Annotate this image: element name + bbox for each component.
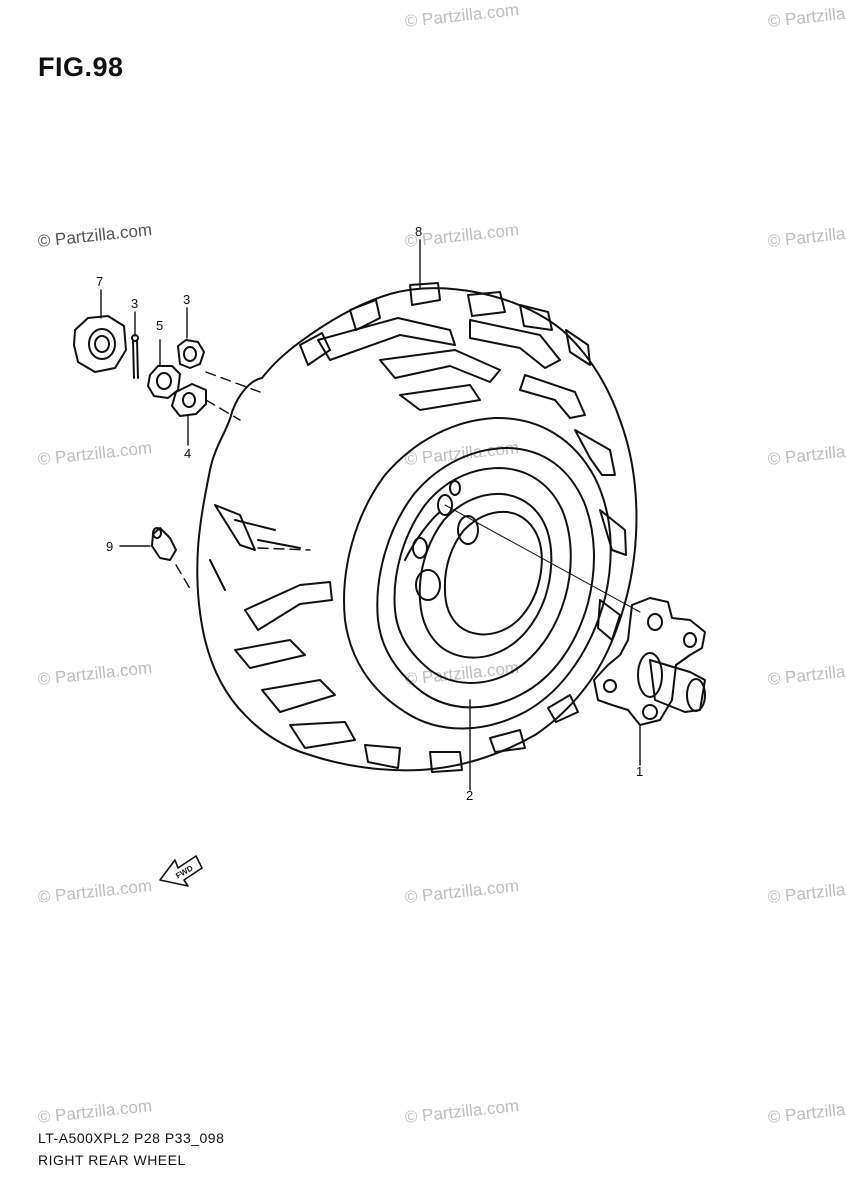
hub-spindle [649,659,706,713]
callout-9: 9 [106,539,113,554]
rim-flange [404,511,441,561]
tire-drawing [196,282,638,773]
figure-code: LT-A500XPL2 P28 P33_098 [38,1130,225,1146]
lug-bolt [412,537,428,559]
tread-lug [317,317,456,361]
tread-lug [364,744,401,769]
tread-groove [234,519,276,531]
tread-lug [597,599,621,641]
part-7-cap [73,315,127,373]
tread-block [409,282,441,306]
tire-outline [196,287,638,772]
hub-spindle-end [686,678,706,712]
callout-3-pin: 3 [131,296,138,311]
callout-2: 2 [466,788,473,803]
part-9-valve [151,527,177,561]
tread-groove [209,559,226,591]
tread-block [467,291,506,317]
rim-hole [457,515,479,545]
rim-inner-ring [443,510,543,636]
tread-lug [519,374,586,419]
hub-bolt-hole [603,679,617,693]
callout-5: 5 [156,318,163,333]
tread-lug [547,694,579,723]
hub-bolt-hole [642,704,658,720]
callout-1: 1 [636,764,643,779]
part-4-washer [171,383,207,417]
hub-flange [593,597,706,726]
fwd-arrow-icon [159,855,203,887]
tread-lug [289,721,356,749]
tread-lug [574,429,616,476]
tread-lug [429,751,463,773]
tread-block [299,332,331,366]
tread-groove [214,504,256,551]
lug-bolt [437,494,453,516]
tread-block [349,299,381,331]
callout-3-nut: 3 [183,292,190,307]
tire-sidewall [343,416,612,730]
hub-bolt-hole [647,613,663,631]
tread-lug [261,679,336,713]
tread-block [519,304,553,331]
part-3-nut [177,339,205,369]
lug-bolt [415,569,441,601]
hub-bolt-hole [683,632,697,648]
callout-4: 4 [184,446,191,461]
callout-7: 7 [96,274,103,289]
tire-sidewall-inner [376,447,595,709]
leader-lines [100,239,641,791]
tread-lug [379,349,501,383]
hub-drawing [593,597,706,726]
tread-lug [599,509,627,556]
tread-lug [399,384,481,411]
part-3-cotter-pin [131,334,139,379]
callout-8: 8 [415,224,422,239]
rim-outer [393,467,572,684]
tread-lug [244,581,333,631]
figure-title: FIG.98 [38,52,124,82]
hub-boss [637,652,663,698]
tread-lug [489,729,526,753]
rim-inner-ring [418,492,553,659]
tread-lug [469,319,561,369]
tread-lug [234,639,306,669]
lug-bolt [449,480,461,496]
tread-groove [257,539,301,549]
figure-name: RIGHT REAR WHEEL [38,1152,186,1168]
rim-drawing [393,467,572,684]
tread-block [565,329,591,366]
